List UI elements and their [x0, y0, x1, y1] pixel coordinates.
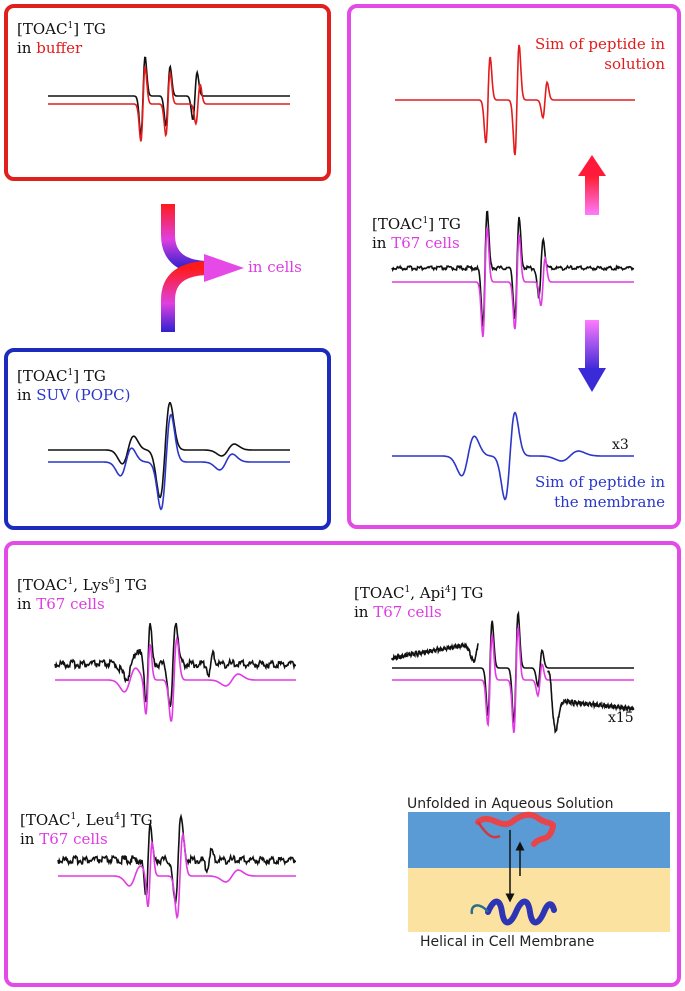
up-arrow-shaft [585, 175, 599, 215]
suv-peptide-label: [TOAC1] TG in SUV (POPC) [17, 367, 131, 404]
up-arrow-head [578, 155, 606, 176]
sim-solution-spectrum [395, 44, 635, 156]
buffer-spectrum-red [48, 66, 290, 142]
api-spectrum-highfield [547, 670, 635, 734]
sim-membrane-spectrum [392, 411, 634, 501]
cells-panel [347, 4, 681, 529]
lys-spectrum-magenta [55, 635, 296, 722]
leu-medium-label: T67 cells [39, 830, 108, 848]
buffer-medium-label: buffer [36, 39, 83, 57]
cells-spectrum-magenta [392, 227, 634, 338]
suv-spectrum-black [48, 401, 290, 499]
leu-spectrum-black [57, 813, 296, 904]
curved-arrow-head [204, 254, 244, 282]
down-arrow-head [578, 368, 606, 392]
api-spectrum-magenta [392, 624, 634, 734]
helix-peptide [485, 898, 557, 926]
cells-peptide-label: [TOAC1] TG in T67 cells [372, 215, 461, 252]
in-cells-label: in cells [248, 258, 302, 276]
cells-medium-label: T67 cells [391, 234, 460, 252]
curved-arrow [161, 204, 211, 275]
down-arrow-shaft [585, 320, 599, 370]
api-medium-label: T67 cells [373, 603, 442, 621]
buffer-peptide-label: [TOAC1] TG in buffer [17, 20, 106, 57]
x15-scale-label: x15 [608, 710, 634, 726]
lys-medium-label: T67 cells [36, 595, 105, 613]
unfolded-caption: Unfolded in Aqueous Solution [407, 796, 614, 812]
leu-peptide-label: [TOAC1, Leu4] TG in T67 cells [20, 811, 153, 848]
cells-spectrum-black [391, 210, 634, 327]
unfolded-peptide [475, 811, 556, 847]
leu-spectrum-magenta [58, 831, 296, 920]
lys-peptide-label: [TOAC1, Lys6] TG in T67 cells [17, 576, 147, 613]
helix-tail [470, 904, 489, 915]
helical-caption: Helical in Cell Membrane [420, 934, 595, 950]
suv-medium-label: SUV (POPC) [36, 386, 131, 404]
unfolded-tail [476, 821, 501, 839]
lys-spectrum-black [54, 622, 296, 708]
suv-spectrum-blue [48, 413, 290, 511]
x3-scale-label: x3 [612, 437, 629, 453]
api-peptide-label: [TOAC1, Api4] TG in T67 cells [354, 584, 484, 621]
curved-arrow-lower [161, 261, 211, 332]
api-spectrum-lowfield [391, 641, 479, 663]
